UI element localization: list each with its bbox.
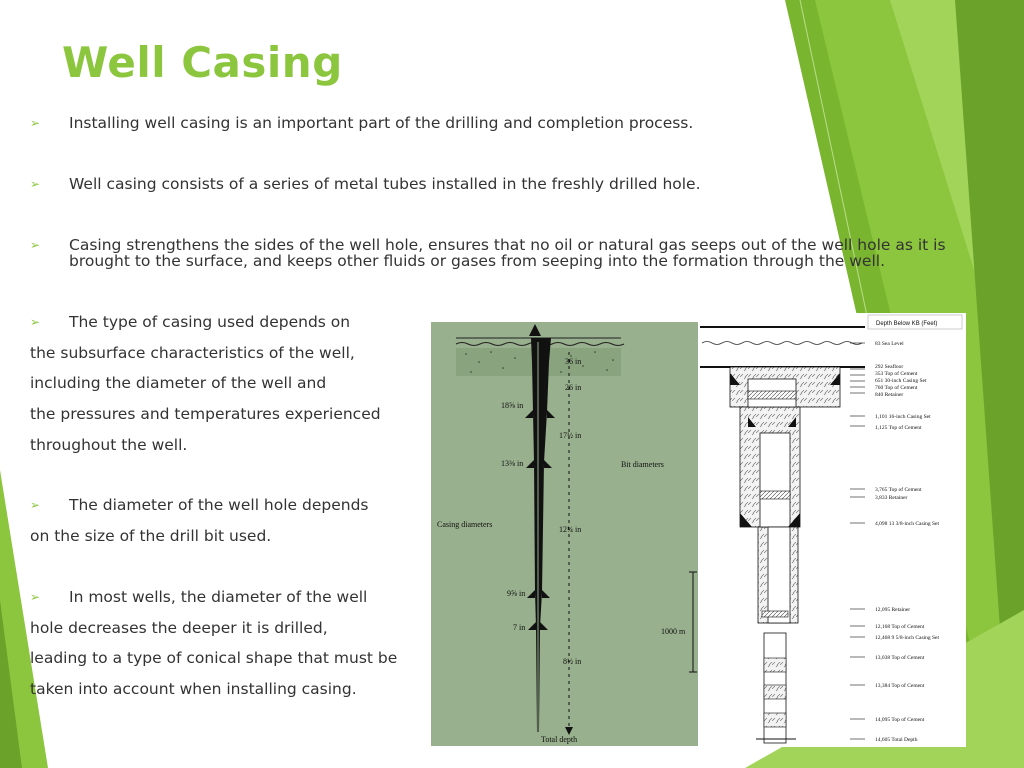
depth-label: 1,101 16-inch Casing Set bbox=[875, 414, 931, 420]
paragraph-casing-type: ➢ The type of casing used depends on the … bbox=[30, 307, 381, 461]
depth-label: 292 Seafloor bbox=[875, 363, 903, 370]
paragraph-text: The type of casing used depends on bbox=[69, 313, 351, 331]
slide-title: Well Casing bbox=[62, 38, 343, 87]
paragraph-text: The diameter of the well hole depends bbox=[69, 496, 369, 514]
depth-label: 12,095 Retainer bbox=[875, 607, 910, 613]
bit-size-label: 36 in bbox=[565, 357, 581, 366]
well-depth-figure: Depth Below KB (Feet) bbox=[700, 313, 966, 747]
depth-label: 13,384 Top of Cement bbox=[875, 682, 925, 689]
total-depth-label: Total depth bbox=[541, 735, 577, 744]
bullet-2: ➢ Well casing consists of a series of me… bbox=[30, 176, 701, 192]
bit-size-label: 17½ in bbox=[559, 431, 581, 440]
depth-label: 12,168 Top of Cement bbox=[875, 623, 925, 630]
casing-size-label: 18⅝ in bbox=[501, 401, 523, 410]
bit-size-label: 12¼ in bbox=[559, 525, 581, 534]
depth-label: 651 30-inch Casing Set bbox=[875, 378, 927, 384]
depth-tick-group bbox=[850, 342, 865, 740]
paragraph-line: ➢ The type of casing used depends on bbox=[30, 307, 381, 338]
paragraph-line: the pressures and temperatures experienc… bbox=[30, 405, 381, 424]
casing-diameter-figure: 36 in 26 in 17½ in 12¼ in 8½ in 18⅝ in 1… bbox=[431, 322, 698, 746]
bullet-text: Installing well casing is an important p… bbox=[69, 114, 694, 132]
depth-label: 14,095 Top of Cement bbox=[875, 716, 925, 723]
bullet-1: ➢ Installing well casing is an important… bbox=[30, 115, 693, 131]
bit-size-label: 26 in bbox=[565, 383, 581, 392]
bullet-text-line: brought to the surface, and keeps other … bbox=[69, 252, 886, 270]
depth-label: 3,765 Top of Cement bbox=[875, 486, 922, 493]
depth-label: 1,125 Top of Cement bbox=[875, 424, 922, 431]
depth-label: 12,468 9 5/8-inch Casing Set bbox=[875, 635, 939, 641]
depth-label: 840 Retainer bbox=[875, 392, 903, 398]
well-schematic: Depth Below KB (Feet) bbox=[700, 313, 966, 747]
arrow-bullet-icon: ➢ bbox=[30, 238, 41, 252]
paragraph-line: ➢ In most wells, the diameter of the well bbox=[30, 582, 397, 613]
depth-label: 83 Sea Level bbox=[875, 341, 904, 347]
arrow-bullet-icon: ➢ bbox=[30, 315, 41, 329]
arrow-bullet-icon: ➢ bbox=[30, 590, 41, 604]
bullet-text-line: Casing strengthens the sides of the well… bbox=[69, 236, 946, 254]
paragraph-line: leading to a type of conical shape that … bbox=[30, 649, 398, 668]
casing-size-label: 9⅝ in bbox=[507, 589, 525, 598]
depth-label: 13,038 Top of Cement bbox=[875, 654, 925, 661]
bullet-text: Well casing consists of a series of meta… bbox=[69, 175, 701, 193]
casing-size-label: 7 in bbox=[513, 623, 525, 632]
paragraph-hole-diameter: ➢ The diameter of the well hole depends o… bbox=[30, 490, 369, 551]
arrow-bullet-icon: ➢ bbox=[30, 177, 41, 191]
paragraph-line: taken into account when installing casin… bbox=[30, 680, 357, 699]
paragraph-line: the subsurface characteristics of the we… bbox=[30, 343, 355, 362]
paragraph-line: hole decreases the deeper it is drilled, bbox=[30, 618, 328, 637]
paragraph-line: throughout the well. bbox=[30, 435, 188, 454]
casing-diagram: 36 in 26 in 17½ in 12¼ in 8½ in 18⅝ in 1… bbox=[431, 322, 698, 746]
bullet-3: ➢ Casing strengthens the sides of the we… bbox=[30, 237, 946, 269]
paragraph-line: on the size of the drill bit used. bbox=[30, 526, 272, 545]
paragraph-line: ➢ The diameter of the well hole depends bbox=[30, 490, 369, 521]
arrow-bullet-icon: ➢ bbox=[30, 116, 41, 130]
depth-label: 14,605 Total Depth bbox=[875, 737, 918, 743]
depth-header: Depth Below KB (Feet) bbox=[876, 321, 937, 327]
arrow-bullet-icon: ➢ bbox=[30, 498, 41, 512]
paragraph-line: including the diameter of the well and bbox=[30, 374, 327, 393]
depth-label: 3,833 Retainer bbox=[875, 495, 908, 501]
bit-size-label: 8½ in bbox=[563, 657, 581, 666]
casing-size-label: 13⅜ in bbox=[501, 459, 523, 468]
scale-label: 1000 m bbox=[661, 627, 686, 636]
casing-diameters-label: Casing diameters bbox=[437, 520, 492, 529]
paragraph-conical-shape: ➢ In most wells, the diameter of the well… bbox=[30, 582, 397, 705]
bit-diameters-label: Bit diameters bbox=[621, 460, 664, 469]
depth-label: 4,098 13 3/8-inch Casing Set bbox=[875, 521, 939, 527]
depth-label: 760 Top of Cement bbox=[875, 384, 918, 391]
depth-label: 353 Top of Cement bbox=[875, 370, 918, 377]
paragraph-text: In most wells, the diameter of the well bbox=[69, 588, 368, 606]
